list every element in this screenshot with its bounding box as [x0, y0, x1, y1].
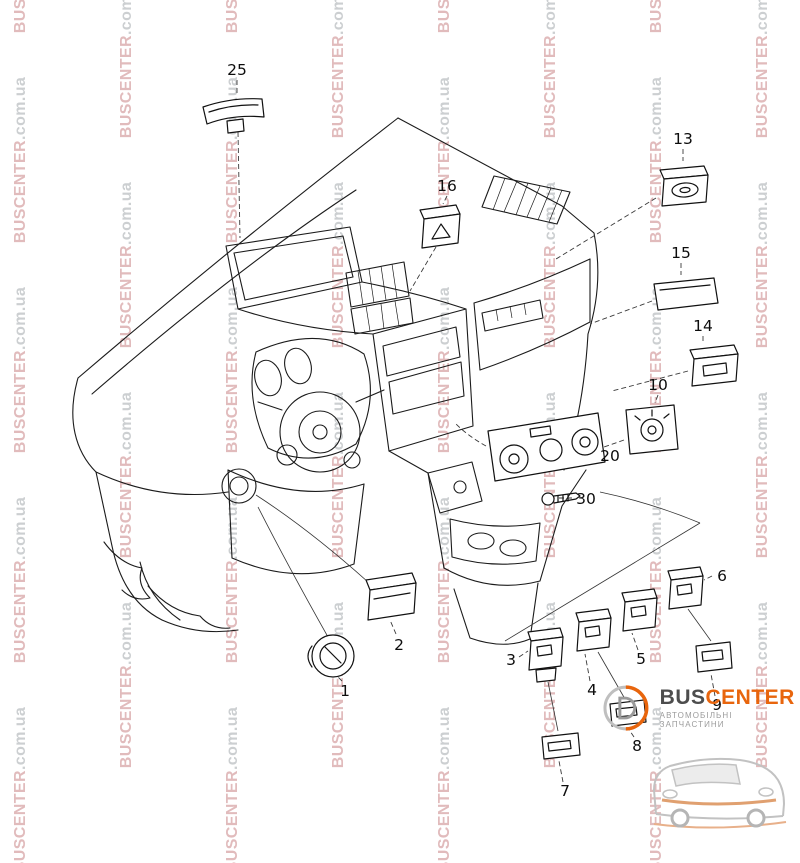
brand-tagline: АВТОМОБІЛЬНІ ЗАПЧАСТИНИ [659, 711, 733, 729]
part-3-switch [527, 627, 564, 683]
brand-name: BUSCENTER [660, 687, 800, 708]
part-label-5: 5 [636, 650, 646, 668]
part-label-20: 20 [600, 447, 620, 465]
part-13-switch [659, 165, 709, 207]
part-label-30: 30 [576, 490, 596, 508]
part-label-4: 4 [587, 681, 597, 699]
part-label-13: 13 [673, 130, 693, 148]
part-label-15: 15 [671, 244, 691, 262]
part-label-3: 3 [506, 651, 516, 669]
connector-lines [255, 491, 712, 732]
part-30-screw [541, 492, 581, 506]
part-label-6: 6 [717, 567, 727, 585]
part-label-7: 7 [560, 782, 570, 800]
dashboard-outline [72, 117, 599, 645]
part-10-light-switch [625, 404, 679, 455]
part-14-switch [689, 344, 739, 387]
part-label-2: 2 [394, 636, 404, 654]
brand-name-secondary: CENTER [705, 686, 795, 709]
part-label-25: 25 [227, 61, 247, 79]
part-label-10: 10 [648, 376, 668, 394]
van-illustration [652, 757, 787, 829]
part-2-switch [365, 572, 417, 621]
part-label-14: 14 [693, 317, 713, 335]
leader-lines [236, 80, 716, 783]
part-16-hazard-switch [419, 204, 461, 249]
part-25-sensor [202, 98, 265, 134]
vendor-logo: BUSCENTER АВТОМОБІЛЬНІ ЗАПЧАСТИНИ [600, 682, 800, 734]
vent-hatching [357, 177, 563, 332]
buscenter-logo-icon [603, 685, 649, 731]
part-9-switch [695, 641, 733, 673]
part-4-switch [575, 608, 612, 652]
brand-name-primary: BUS [659, 686, 706, 709]
part-label-8: 8 [632, 737, 642, 755]
part-5-switch [621, 588, 658, 632]
part-6-switch [667, 566, 704, 610]
part-20-climate-control-unit [487, 412, 606, 482]
part-15-blank-cover [653, 277, 719, 311]
part-1-rotary-switch [307, 634, 355, 678]
part-label-16: 16 [437, 177, 457, 195]
part-label-1: 1 [340, 682, 350, 700]
part-label-9: 9 [712, 696, 722, 714]
part-7-switch [541, 732, 581, 760]
